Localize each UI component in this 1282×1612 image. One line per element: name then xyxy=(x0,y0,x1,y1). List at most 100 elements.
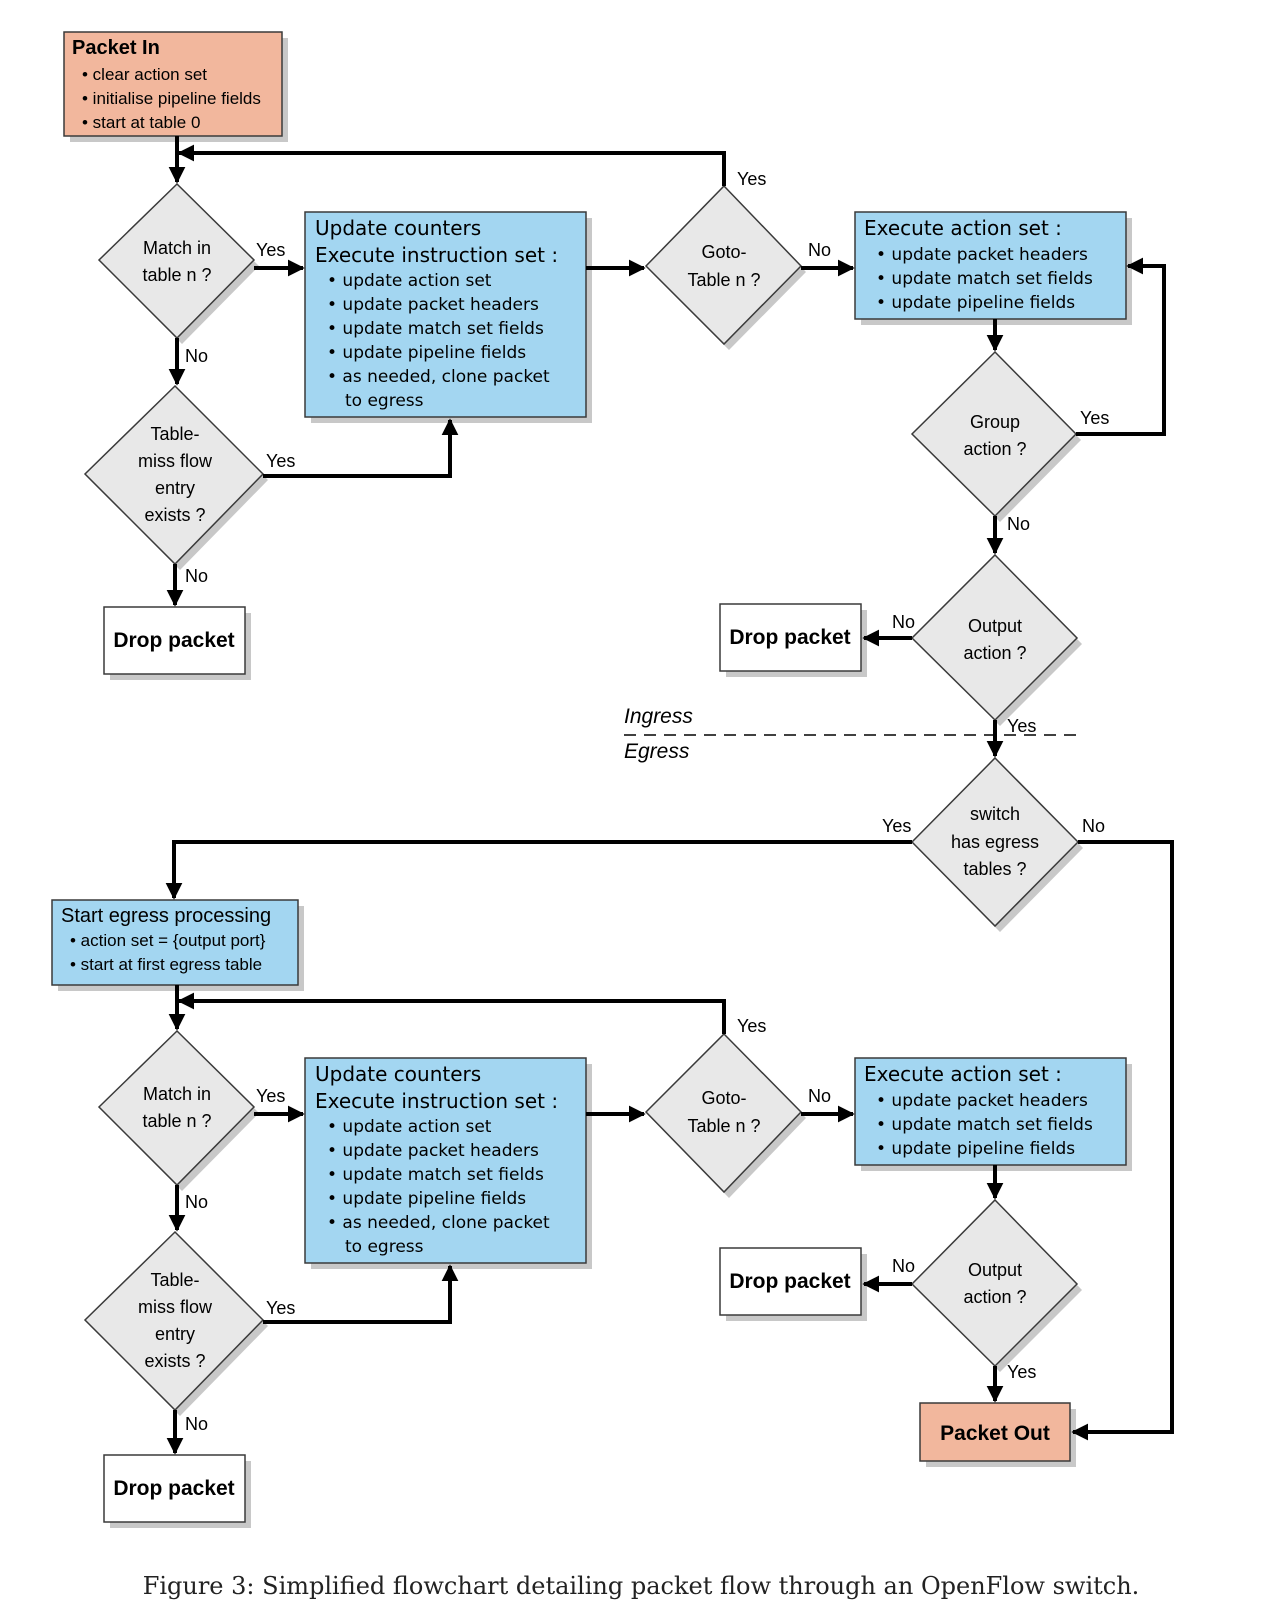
egress-drop-left-label: Drop packet xyxy=(113,1477,234,1500)
ingress-tablemiss-diamond: Table- miss flow entry exists ? xyxy=(83,384,268,570)
ingress-output-diamond: Output action ? xyxy=(910,553,1082,726)
ingress-update-title: Execute instruction set : xyxy=(315,243,558,267)
ingress-update-item: • update match set fields xyxy=(327,319,544,339)
ingress-tablemiss-label: miss flow xyxy=(138,451,213,471)
ingress-update-item: to egress xyxy=(345,391,424,411)
ingress-execute-title: Execute action set : xyxy=(864,216,1062,240)
edge-goto-yes-loop xyxy=(177,144,726,186)
egress-output-diamond: Output action ? xyxy=(910,1198,1082,1372)
egress-tablemiss-label: Table- xyxy=(150,1270,199,1290)
start-egress-item: • start at first egress table xyxy=(70,955,262,974)
egress-drop-left-box: Drop packet xyxy=(103,1454,251,1528)
packet-in-box: Packet In • clear action set • initialis… xyxy=(63,31,288,142)
ingress-drop-right-label: Drop packet xyxy=(729,626,850,649)
ingress-update-title: Update counters xyxy=(315,216,481,240)
ingress-update-item: • update packet headers xyxy=(327,295,539,315)
egress-match-diamond: Match in table n ? xyxy=(97,1029,259,1191)
no-label: No xyxy=(1007,514,1030,534)
figure-caption: Figure 3: Simplified flowchart detailing… xyxy=(143,1572,1140,1600)
yes-label: Yes xyxy=(1007,716,1036,736)
no-label: No xyxy=(185,1414,208,1434)
switch-egress-label: switch xyxy=(970,804,1020,824)
egress-goto-diamond: Goto- Table n ? xyxy=(644,1032,806,1198)
egress-update-item: • update action set xyxy=(327,1117,492,1137)
egress-tablemiss-label: entry xyxy=(155,1324,195,1344)
egress-drop-right-label: Drop packet xyxy=(729,1270,850,1293)
no-label: No xyxy=(1082,816,1105,836)
no-label: No xyxy=(808,240,831,260)
egress-update-item: • update packet headers xyxy=(327,1141,539,1161)
group-action-label: action ? xyxy=(963,439,1026,459)
ingress-match-label: table n ? xyxy=(142,265,211,285)
yes-label: Yes xyxy=(882,816,911,836)
egress-output-label: Output xyxy=(968,1260,1022,1280)
egress-update-box: Update counters Execute instruction set … xyxy=(304,1057,592,1269)
edge-labels: Yes Yes No No Yes No Yes No No Yes Yes N… xyxy=(185,169,1109,1434)
egress-execute-box: Execute action set : • update packet hea… xyxy=(854,1057,1132,1171)
no-label: No xyxy=(185,566,208,586)
ingress-tablemiss-label: Table- xyxy=(150,424,199,444)
ingress-drop-left-box: Drop packet xyxy=(103,606,251,680)
egress-update-item: • update pipeline fields xyxy=(327,1189,526,1209)
edge-group-yes-loop xyxy=(1076,257,1166,436)
ingress-update-item: • update pipeline fields xyxy=(327,343,526,363)
yes-label: Yes xyxy=(1080,408,1109,428)
egress-update-item: • update match set fields xyxy=(327,1165,544,1185)
ingress-drop-left-label: Drop packet xyxy=(113,629,234,652)
ingress-update-box: Update counters Execute instruction set … xyxy=(304,211,592,423)
switch-egress-label: has egress xyxy=(951,832,1039,852)
ingress-execute-item: • update pipeline fields xyxy=(876,293,1075,313)
edge-switch-no xyxy=(1071,840,1174,1441)
ingress-label: Ingress xyxy=(624,705,693,728)
packet-out-label: Packet Out xyxy=(940,1422,1050,1445)
no-label: No xyxy=(808,1086,831,1106)
switch-egress-label: tables ? xyxy=(963,859,1026,879)
edge-switch-yes xyxy=(165,840,912,900)
ingress-update-item: • as needed, clone packet xyxy=(327,367,550,387)
ingress-goto-diamond: Goto- Table n ? xyxy=(644,184,806,350)
egress-tablemiss-label: exists ? xyxy=(144,1351,205,1371)
ingress-match-label: Match in xyxy=(143,238,211,258)
yes-label: Yes xyxy=(1007,1362,1036,1382)
egress-tablemiss-diamond: Table- miss flow entry exists ? xyxy=(83,1230,268,1416)
egress-goto-label: Goto- xyxy=(701,1088,746,1108)
no-label: No xyxy=(185,346,208,366)
yes-label: Yes xyxy=(266,451,295,471)
ingress-execute-box: Execute action set : • update packet hea… xyxy=(854,211,1132,325)
switch-egress-diamond: switch has egress tables ? xyxy=(910,756,1083,932)
start-egress-title: Start egress processing xyxy=(61,905,271,927)
egress-execute-item: • update match set fields xyxy=(876,1115,1093,1135)
ingress-goto-label: Goto- xyxy=(701,242,746,262)
egress-match-label: table n ? xyxy=(142,1111,211,1131)
group-action-label: Group xyxy=(970,412,1020,432)
start-egress-item: • action set = {output port} xyxy=(70,931,266,950)
connectors xyxy=(165,136,1174,1455)
edge-tablemiss-yes xyxy=(263,418,459,478)
yes-label: Yes xyxy=(256,240,285,260)
yes-label: Yes xyxy=(737,169,766,189)
egress-execute-title: Execute action set : xyxy=(864,1062,1062,1086)
no-label: No xyxy=(185,1192,208,1212)
ingress-update-item: • update action set xyxy=(327,271,492,291)
egress-goto-label: Table n ? xyxy=(687,1116,760,1136)
ingress-output-label: Output xyxy=(968,616,1022,636)
no-label: No xyxy=(892,612,915,632)
start-egress-box: Start egress processing • action set = {… xyxy=(51,899,304,991)
yes-label: Yes xyxy=(266,1298,295,1318)
egress-match-label: Match in xyxy=(143,1084,211,1104)
packet-in-title: Packet In xyxy=(72,37,160,59)
egress-tablemiss-label: miss flow xyxy=(138,1297,213,1317)
egress-label: Egress xyxy=(624,740,690,763)
edge-egress-tablemiss-yes xyxy=(263,1264,459,1324)
ingress-tablemiss-label: exists ? xyxy=(144,505,205,525)
ingress-drop-right-box: Drop packet xyxy=(719,603,867,677)
ingress-execute-item: • update match set fields xyxy=(876,269,1093,289)
ingress-output-label: action ? xyxy=(963,643,1026,663)
egress-update-item: to egress xyxy=(345,1237,424,1257)
egress-execute-item: • update pipeline fields xyxy=(876,1139,1075,1159)
egress-update-title: Execute instruction set : xyxy=(315,1089,558,1113)
ingress-execute-item: • update packet headers xyxy=(876,245,1088,265)
ingress-goto-label: Table n ? xyxy=(687,270,760,290)
ingress-match-diamond: Match in table n ? xyxy=(97,182,259,344)
